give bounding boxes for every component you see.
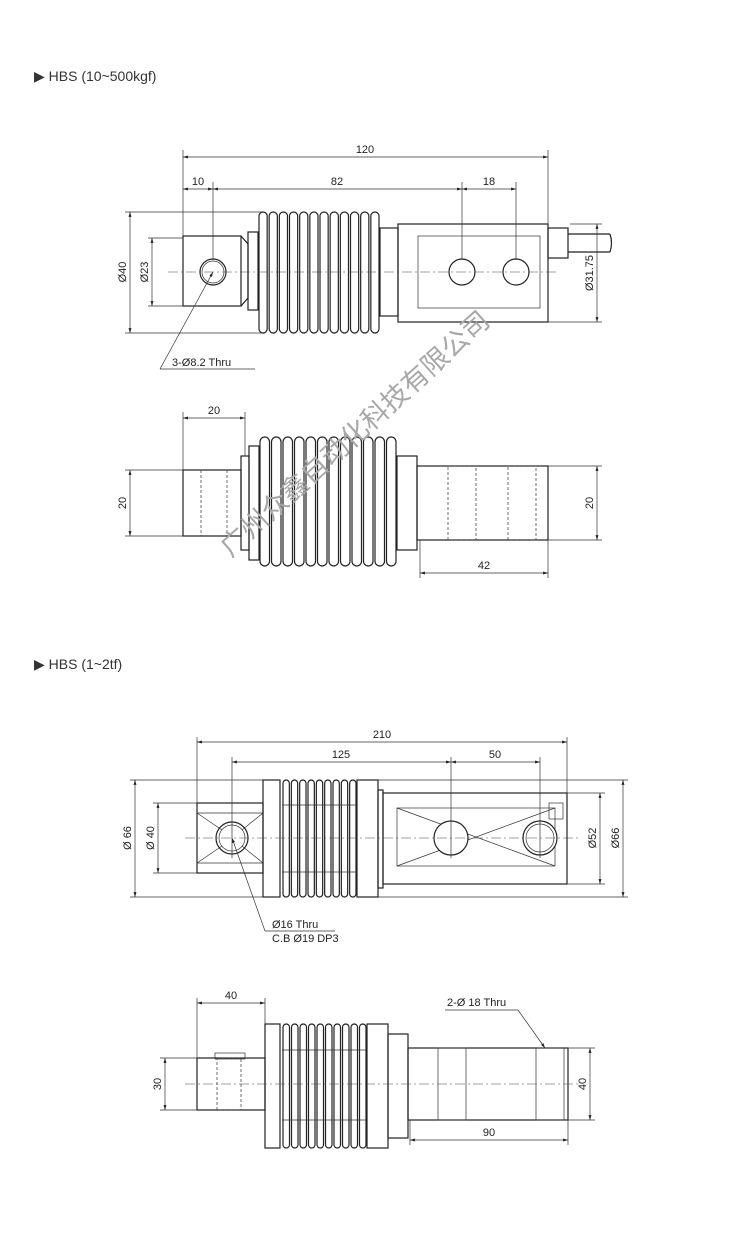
hole-note-2: C.B Ø19 DP3 xyxy=(272,933,339,945)
dim-body-len: 42 xyxy=(478,560,490,572)
bellows-fin xyxy=(290,779,299,898)
dim-dia-eye: Ø23 xyxy=(139,262,151,283)
dim-eye-h: 20 xyxy=(117,497,129,509)
bellows-fin xyxy=(282,436,294,567)
bellows-fin xyxy=(340,779,349,898)
bellows-fin xyxy=(339,211,350,334)
bellows-fin xyxy=(339,436,351,567)
drawing-large-side-view: 40 30 40 90 2-Ø 18 Thru xyxy=(152,990,595,1149)
bellows-fin xyxy=(309,211,319,334)
bellows-fin xyxy=(324,1023,333,1149)
bellows-fin xyxy=(270,436,282,567)
bellows-fin xyxy=(349,779,357,898)
dim-1: 10 xyxy=(192,176,204,188)
dim-overall: 120 xyxy=(356,144,374,156)
bellows-fin xyxy=(316,436,328,567)
dim-dia-body: Ø52 xyxy=(587,828,599,849)
section-heading-hbs-small: ▶ HBS (10~500kgf) xyxy=(34,68,157,84)
dim-3: 18 xyxy=(483,176,495,188)
bellows-fin xyxy=(315,779,324,898)
bellows-fin xyxy=(360,211,370,334)
dim-body-h: 40 xyxy=(577,1078,589,1090)
bellows-fin xyxy=(259,436,271,567)
dim-body-len: 90 xyxy=(483,1127,495,1139)
bellows-fin xyxy=(305,436,317,567)
dim-dia-right-outer: Ø66 xyxy=(610,828,622,849)
hole-note-1: Ø16 Thru xyxy=(272,919,318,931)
bellows-fin xyxy=(332,779,340,898)
bellows-fin xyxy=(290,1023,299,1149)
bellows-fin xyxy=(350,1023,359,1149)
bellows-fin xyxy=(328,436,340,567)
bellows-fin xyxy=(299,211,309,334)
bellows-fin xyxy=(288,211,299,334)
dim-overall: 210 xyxy=(373,729,391,741)
dim-dia-left-eye: Ø 40 xyxy=(145,826,157,850)
bellows-fin xyxy=(299,1023,308,1149)
bellows-fin xyxy=(374,436,386,567)
bellows-fin xyxy=(282,1023,291,1149)
bellows-fin xyxy=(299,779,307,898)
bellows-fin xyxy=(362,436,374,567)
bellows-fin xyxy=(358,1023,367,1149)
bellows-fin xyxy=(258,211,268,334)
dim-dia-body: Ø31.75 xyxy=(584,255,596,291)
bellows-fin xyxy=(293,436,305,567)
dim-eye-len: 20 xyxy=(208,405,220,417)
bellows-fin xyxy=(307,779,315,898)
dim-dia-left-outer: Ø 66 xyxy=(122,826,134,850)
dim-eye-len: 40 xyxy=(225,990,237,1002)
drawing-small-top-view: 120 10 82 18 Ø40 Ø23 Ø31.75 3-Ø8.2 Thru xyxy=(117,144,613,370)
hole-note: 3-Ø8.2 Thru xyxy=(172,357,231,369)
bellows-fin xyxy=(316,1023,325,1149)
dim-eye-h: 30 xyxy=(152,1078,164,1090)
bellows-fin xyxy=(278,211,289,334)
dim-1: 125 xyxy=(332,749,350,761)
hole-note: 2-Ø 18 Thru xyxy=(447,997,506,1009)
bellows-fin xyxy=(307,1023,316,1149)
bellows-fin xyxy=(319,211,329,334)
drawing-large-top-view: 210 125 50 Ø 66 Ø 40 Ø52 Ø66 Ø16 Thru C.… xyxy=(122,729,628,945)
section-heading-hbs-large: ▶ HBS (1~2tf) xyxy=(34,656,123,672)
bellows-fin xyxy=(333,1023,342,1149)
bellows-fin xyxy=(329,211,339,334)
bellows-fin xyxy=(370,211,380,334)
bellows-fin xyxy=(268,211,278,334)
bellows-fin xyxy=(341,1023,350,1149)
dim-body-h: 20 xyxy=(584,497,596,509)
bellows-fin xyxy=(324,779,332,898)
bellows-fin xyxy=(282,779,290,898)
bellows-fin xyxy=(351,436,363,567)
dim-2: 50 xyxy=(489,749,501,761)
dim-dia-outer: Ø40 xyxy=(117,262,129,283)
dim-2: 82 xyxy=(331,176,343,188)
bellows-fin xyxy=(349,211,360,334)
drawing-small-side-view: 20 20 20 42 xyxy=(117,405,602,578)
bellows-fin xyxy=(385,436,397,567)
